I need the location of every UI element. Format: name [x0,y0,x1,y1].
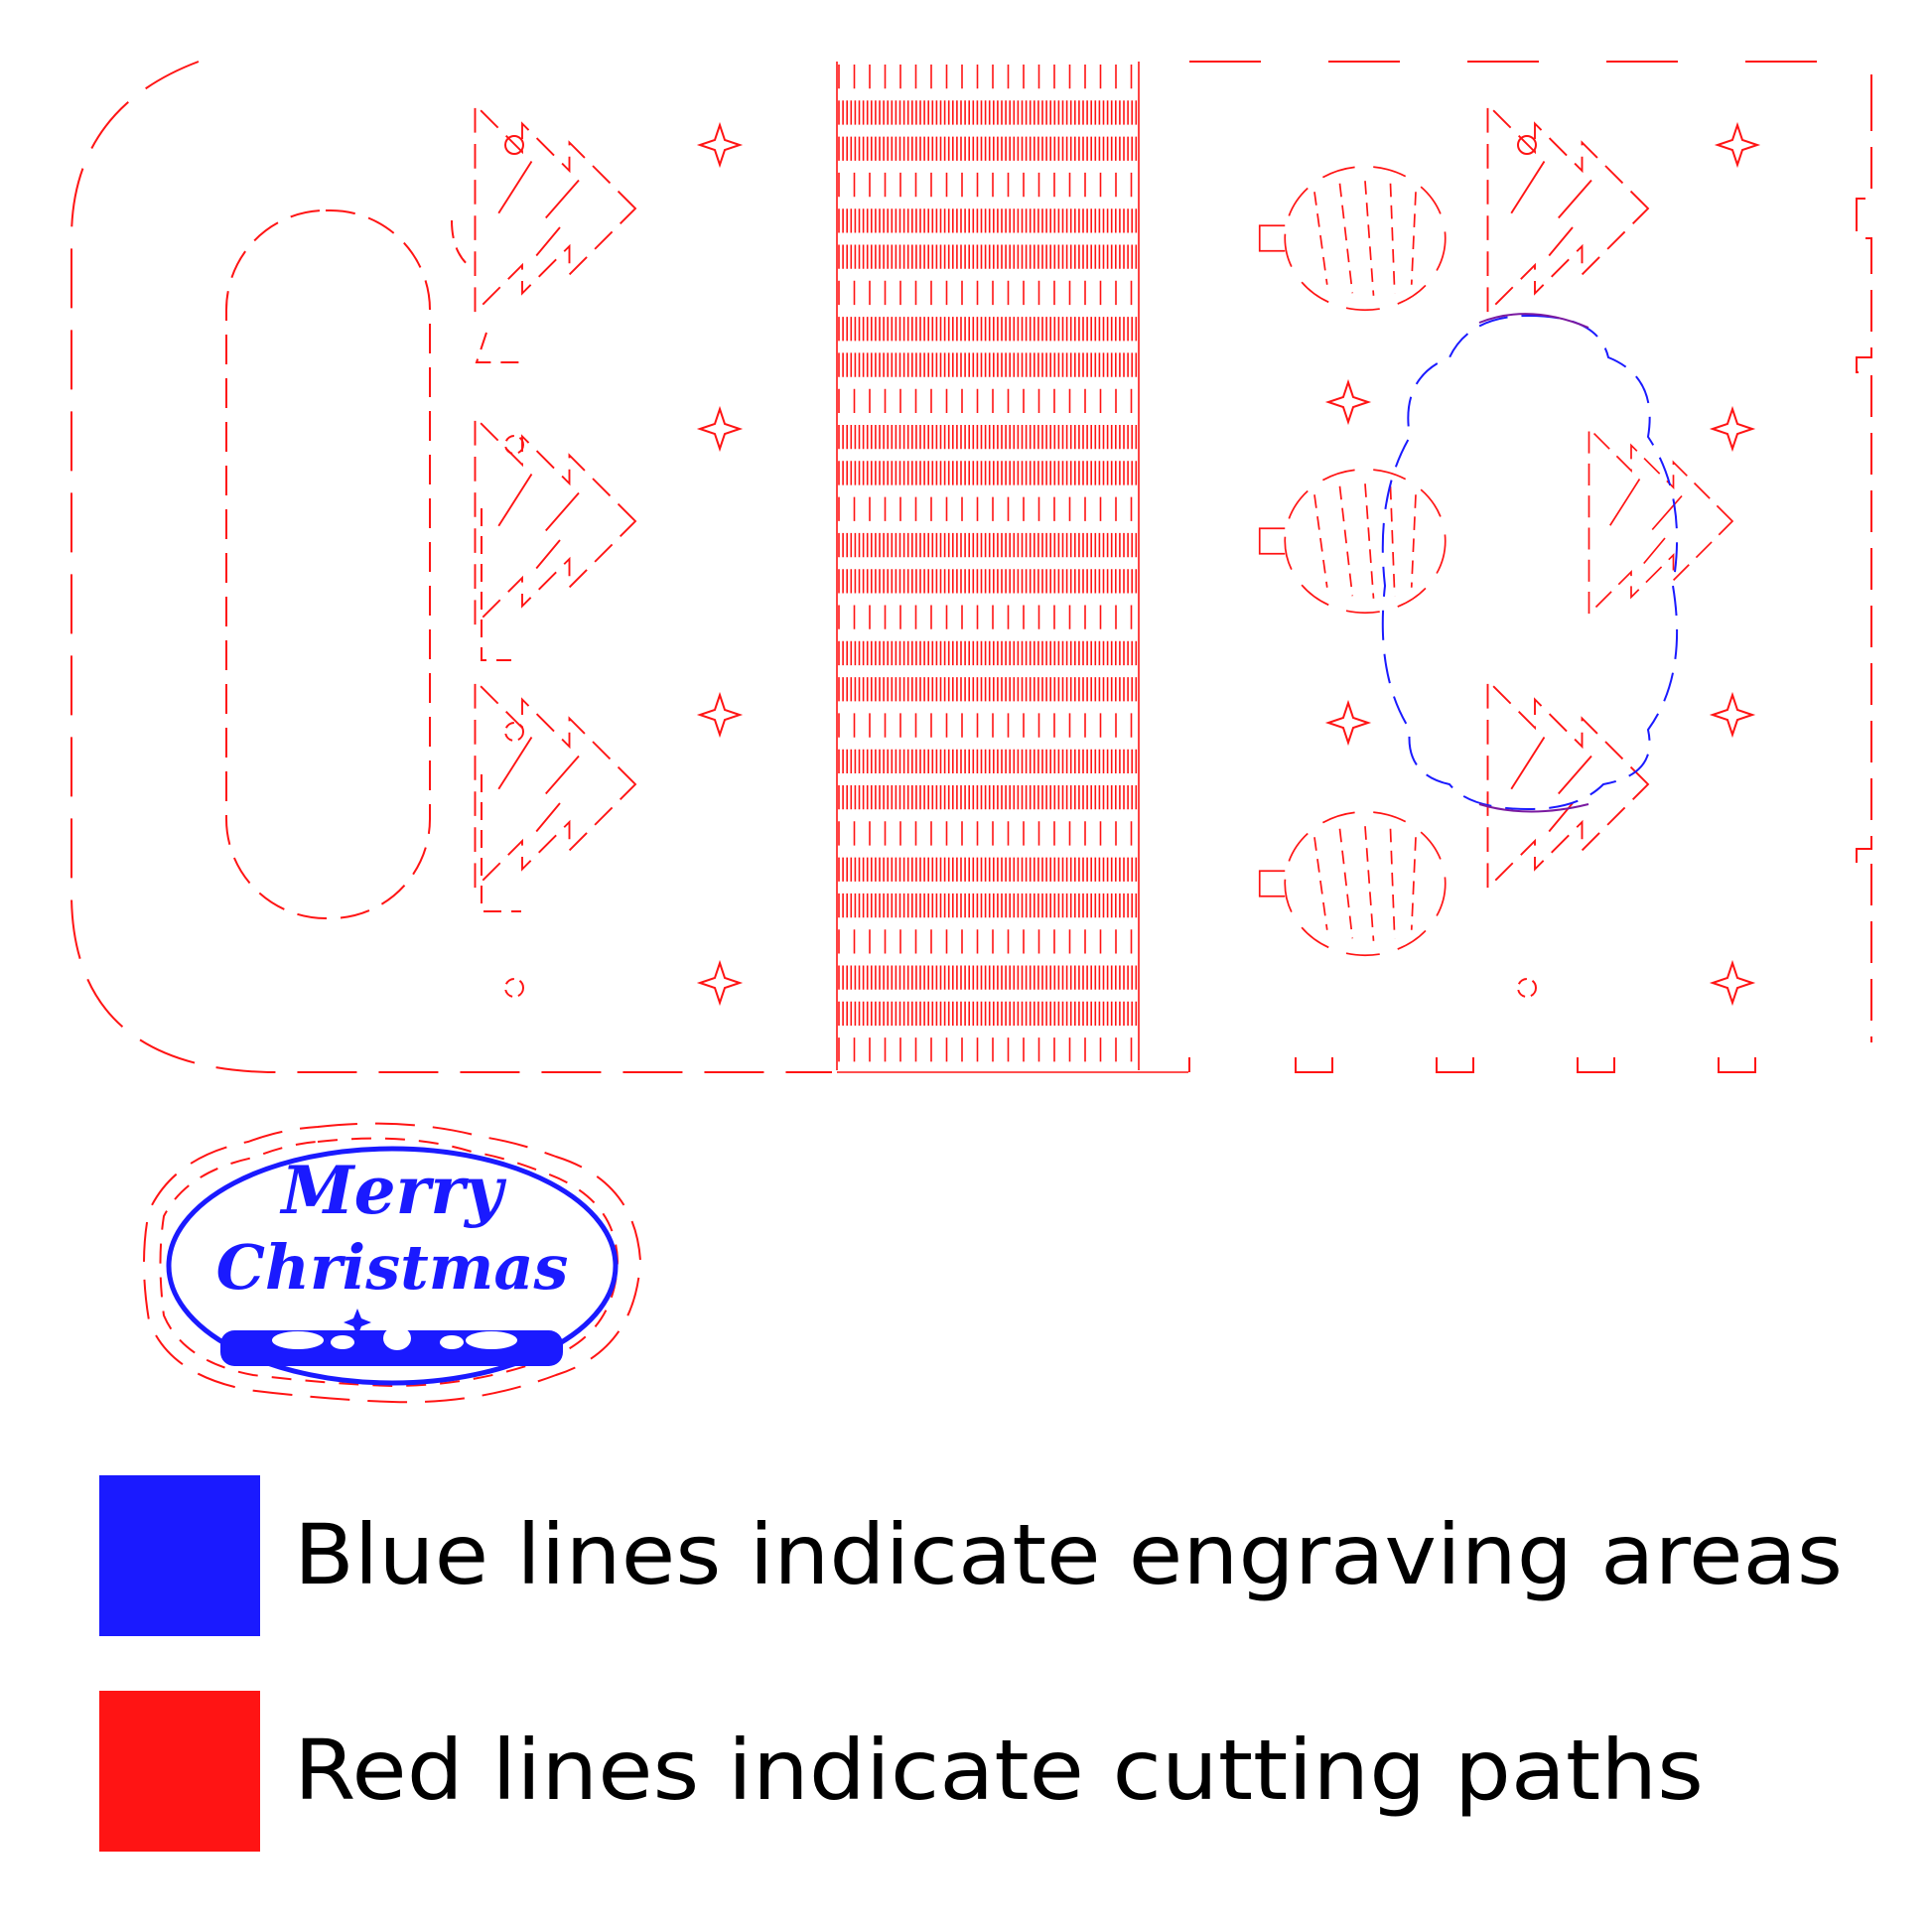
plaque-text-christmas: Christmas [216,1231,569,1304]
right-panel-trees [1486,103,1733,890]
plaque-inner-cut [159,1137,620,1388]
plaque-engrave-ring [166,1146,619,1386]
legend-swatch-blue [99,1475,260,1636]
plaque-text-merry: Merry [280,1152,508,1229]
plaque-leaf-decoration [272,1309,517,1350]
legend-label-red: Red lines indicate cutting paths [294,1722,1704,1819]
plaque-outer-cut [143,1122,642,1404]
legend-label-blue: Blue lines indicate engraving areas [294,1506,1843,1603]
living-hinge-panel [836,62,1188,1073]
merry-christmas-plaque: Merry Christmas [143,1122,642,1404]
left-panel-brackets [451,219,526,912]
left-panel-slot [225,209,431,919]
left-panel-outline [70,61,832,1073]
right-panel-center-frame [1381,314,1679,811]
right-panel [1188,61,1872,1073]
left-panel-trees [474,103,636,890]
right-panel-bottom-tabs [1188,1057,1756,1073]
living-hinge-slots [836,62,1188,1073]
right-panel-top-edge [1189,61,1872,89]
right-panel-ornaments [1258,165,1447,957]
left-panel-stars [699,124,741,1004]
legend-swatch-red [99,1691,260,1852]
right-panel-right-edge [1856,89,1872,1042]
left-panel [70,61,832,1073]
left-panel-holes [504,135,524,998]
